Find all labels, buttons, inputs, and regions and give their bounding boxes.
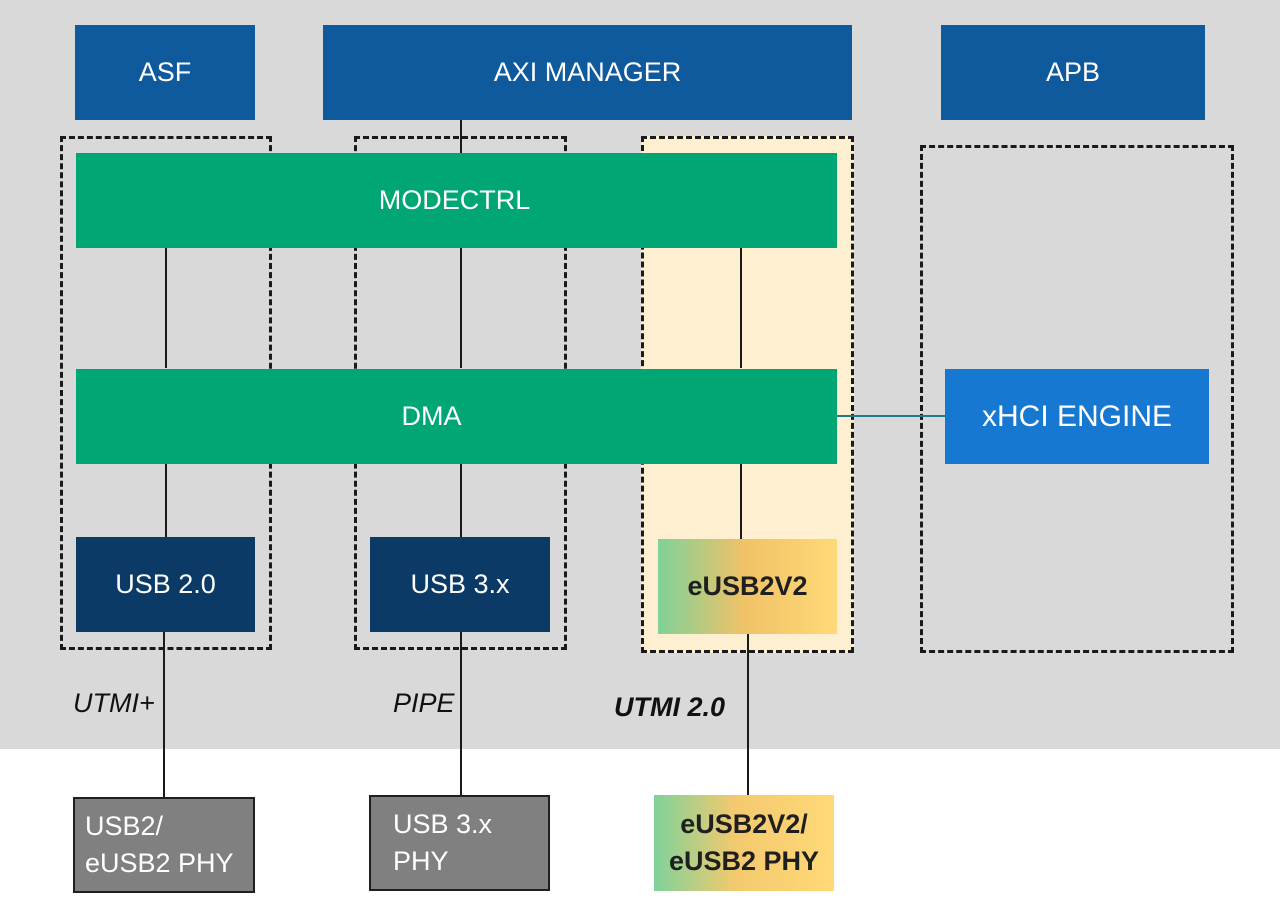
eusb2-phy-block: eUSB2V2/ eUSB2 PHY — [654, 795, 834, 891]
eusb2-phy-label-line1: eUSB2V2/ — [680, 809, 808, 839]
eusb2-phy-label-line2: eUSB2 PHY — [668, 846, 820, 876]
xhci-engine-block: xHCI ENGINE — [945, 369, 1209, 464]
usb3x-to-phy-line — [460, 632, 462, 795]
utmi-20-label: UTMI 2.0 — [614, 692, 726, 722]
axi-manager-block: AXI MANAGER — [323, 25, 852, 120]
axi-to-modectrl-line — [460, 120, 462, 153]
usb3x-phy-label-line1: USB 3.x — [393, 809, 493, 839]
asf-block: ASF — [75, 25, 255, 120]
usb3x-controller-block: USB 3.x — [370, 537, 550, 632]
dma-to-xhci-line — [837, 415, 945, 417]
modectrl-to-dma-line-2 — [460, 248, 462, 368]
dma-block: DMA — [76, 369, 837, 464]
eusb2v2-controller-block: eUSB2V2 — [658, 539, 837, 634]
apb-block: APB — [941, 25, 1205, 120]
usb2-phy-label-line2: eUSB2 PHY — [85, 848, 234, 878]
usb2-phy-block: USB2/ eUSB2 PHY — [73, 797, 255, 893]
dma-to-usb3x-line — [460, 464, 462, 537]
usb2-phy-label-line1: USB2/ — [85, 811, 164, 841]
modectrl-to-dma-line-1 — [165, 248, 167, 368]
dma-to-eusb2v2-line — [740, 464, 742, 539]
utmi-plus-label: UTMI+ — [73, 688, 155, 718]
eusb2v2-to-phy-line — [747, 634, 749, 795]
modectrl-block: MODECTRL — [76, 153, 837, 248]
usb20-controller-block: USB 2.0 — [76, 537, 255, 632]
xhci-group-outline — [920, 145, 1234, 653]
usb3x-phy-label-line2: PHY — [393, 846, 449, 876]
pipe-label: PIPE — [393, 688, 455, 718]
usb3x-phy-block: USB 3.x PHY — [369, 795, 550, 891]
modectrl-to-dma-line-3 — [740, 248, 742, 368]
dma-to-usb20-line — [165, 464, 167, 537]
usb20-to-phy-line — [163, 632, 165, 797]
